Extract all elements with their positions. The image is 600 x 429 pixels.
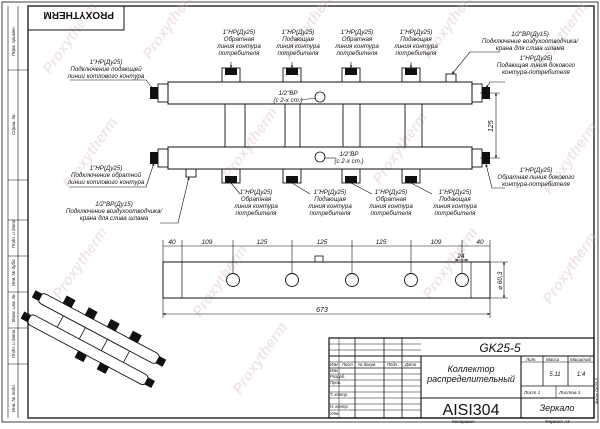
dim-40-right: 40 — [476, 239, 484, 246]
svg-text:Proxytherm: Proxytherm — [189, 242, 251, 320]
col-scale: Масштаб — [570, 357, 591, 362]
svg-text:Proxytherm: Proxytherm — [49, 224, 111, 302]
callout-right-vent: 1/2"ВР(Ду15)Подключение воздухоотводчика… — [482, 31, 580, 52]
callout-center-top: 1/2"ВР(с 2-х ст.) — [273, 90, 302, 104]
dim-total: 673 — [316, 307, 328, 314]
dim-109-left: 109 — [202, 239, 213, 246]
file-label: Файл: GK25-5 — [594, 377, 599, 404]
sheets-total: Листов 1 — [558, 390, 581, 396]
side-label-3: Инв. № дубл. — [11, 258, 16, 286]
row-3: Т. контр. — [330, 392, 348, 397]
row-1: Разраб. — [330, 374, 345, 379]
callout-center-bot: 1/2"ВР(с 2-х ст.) — [334, 151, 363, 165]
side-label-0: Перв. примен. — [11, 26, 16, 56]
col-lit: Лит. — [525, 357, 537, 362]
brand-name: PROXYTHERM — [43, 9, 114, 20]
scale-value: 1:4 — [577, 372, 586, 378]
hdr-izm: Изм — [330, 362, 338, 367]
dim-109-right: 109 — [431, 239, 442, 246]
svg-text:Proxytherm: Proxytherm — [139, 0, 201, 62]
side-label-5: Подп. и дата — [11, 329, 16, 358]
top-view: 125 — [150, 67, 500, 184]
dim-gap: 125 — [488, 120, 495, 132]
side-label-2: Подп. и дата — [11, 219, 16, 248]
side-label-6: Инв. № подл. — [11, 384, 16, 412]
row-2: Пров. — [330, 380, 341, 385]
dim-diameter: ⌀ 60,3 — [497, 271, 504, 290]
svg-text:Proxytherm: Proxytherm — [419, 224, 481, 302]
row-5: Н. контр. — [330, 404, 349, 409]
row-6: Утв. — [330, 411, 340, 416]
left-side-strip: Перв. примен. Справ. № Подп. и дата Инв.… — [7, 6, 28, 418]
svg-text:Proxytherm: Proxytherm — [219, 104, 281, 182]
hdr-sign: Подп. — [387, 362, 398, 367]
svg-text:Proxytherm: Proxytherm — [539, 229, 600, 307]
hdr-list: Лист — [341, 362, 353, 367]
dim-125-3: 125 — [376, 239, 387, 246]
row-0: Изм — [330, 368, 338, 373]
finish: Зеркало — [540, 403, 575, 413]
center-callouts: 1/2"ВР(с 2-х ст.) 1/2"ВР(с 2-х ст.) — [273, 90, 363, 165]
dim-24: 24 — [456, 253, 465, 260]
side-label-1: Справ. № — [11, 114, 16, 135]
brand-box: PROXYTHERM — [27, 5, 125, 31]
format-label: Формат А3 — [545, 419, 570, 424]
hdr-date: Дата — [404, 362, 417, 367]
title-block: GK25-5 Изм Лист № докум. Подп. Дата Изм … — [328, 337, 595, 419]
dim-125-2: 125 — [317, 239, 328, 246]
dim-125-1: 125 — [257, 239, 268, 246]
mass-value: 5.11 — [549, 372, 560, 378]
drawing-code: GK25-5 — [479, 341, 521, 355]
col-mass: Масса — [546, 357, 560, 362]
isometric-view — [20, 290, 167, 389]
right-callouts: 1/2"ВР(Ду15)Подключение воздухоотводчика… — [451, 31, 580, 189]
dim-40-left: 40 — [168, 239, 176, 246]
copied-label: Копировал — [452, 419, 475, 424]
callout-left-vent: 1/2"ВР(Ду15)Подключение воздухоотводчика… — [66, 201, 164, 222]
material: AISI304 — [443, 402, 500, 419]
hdr-doc: № докум. — [358, 362, 376, 367]
inner-frame — [27, 5, 595, 419]
front-view: 40 109 125 125 125 109 40 24 ⌀ 60,3 673 — [162, 239, 508, 318]
sheet-num: Лист 1 — [523, 390, 541, 396]
side-label-4: Взам. инв. № — [11, 294, 16, 322]
svg-text:Proxytherm: Proxytherm — [229, 319, 291, 397]
